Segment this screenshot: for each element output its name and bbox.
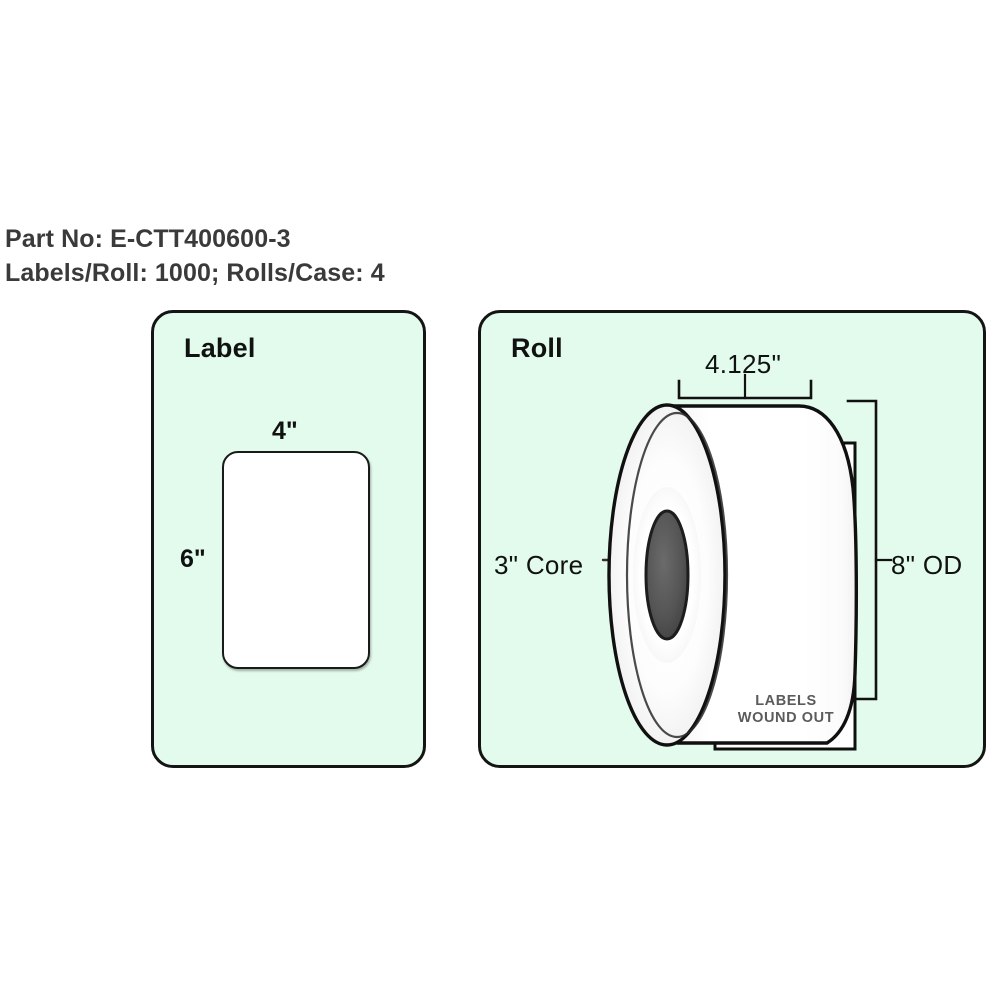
roll-core-dimension: 3" Core: [494, 550, 584, 580]
label-height-dimension: 6": [180, 545, 206, 573]
roll-core-hole: [644, 509, 690, 641]
roll-width-bracket: [677, 373, 813, 400]
roll-panel-title: Roll: [511, 333, 563, 363]
roll-illustration: [601, 373, 893, 751]
spec-header: Part No: E-CTT400600-3 Labels/Roll: 1000…: [5, 222, 525, 290]
label-shape: [222, 451, 370, 669]
part-number-line: Part No: E-CTT400600-3: [5, 225, 291, 253]
wound-out-line-1: LABELS: [755, 693, 817, 709]
label-panel-title: Label: [184, 333, 256, 363]
label-width-dimension: 4": [272, 417, 298, 445]
labels-wound-out-caption: LABELS WOUND OUT: [721, 693, 851, 727]
quantity-line: Labels/Roll: 1000; Rolls/Case: 4: [5, 259, 385, 287]
roll-width-dimension: 4.125": [705, 349, 782, 379]
roll-od-bracket: [846, 399, 893, 701]
roll-od-dimension: 8" OD: [891, 550, 963, 580]
label-panel: Label 4" 6": [151, 310, 426, 768]
wound-out-line-2: WOUND OUT: [737, 710, 835, 726]
roll-panel: Roll: [478, 310, 986, 768]
